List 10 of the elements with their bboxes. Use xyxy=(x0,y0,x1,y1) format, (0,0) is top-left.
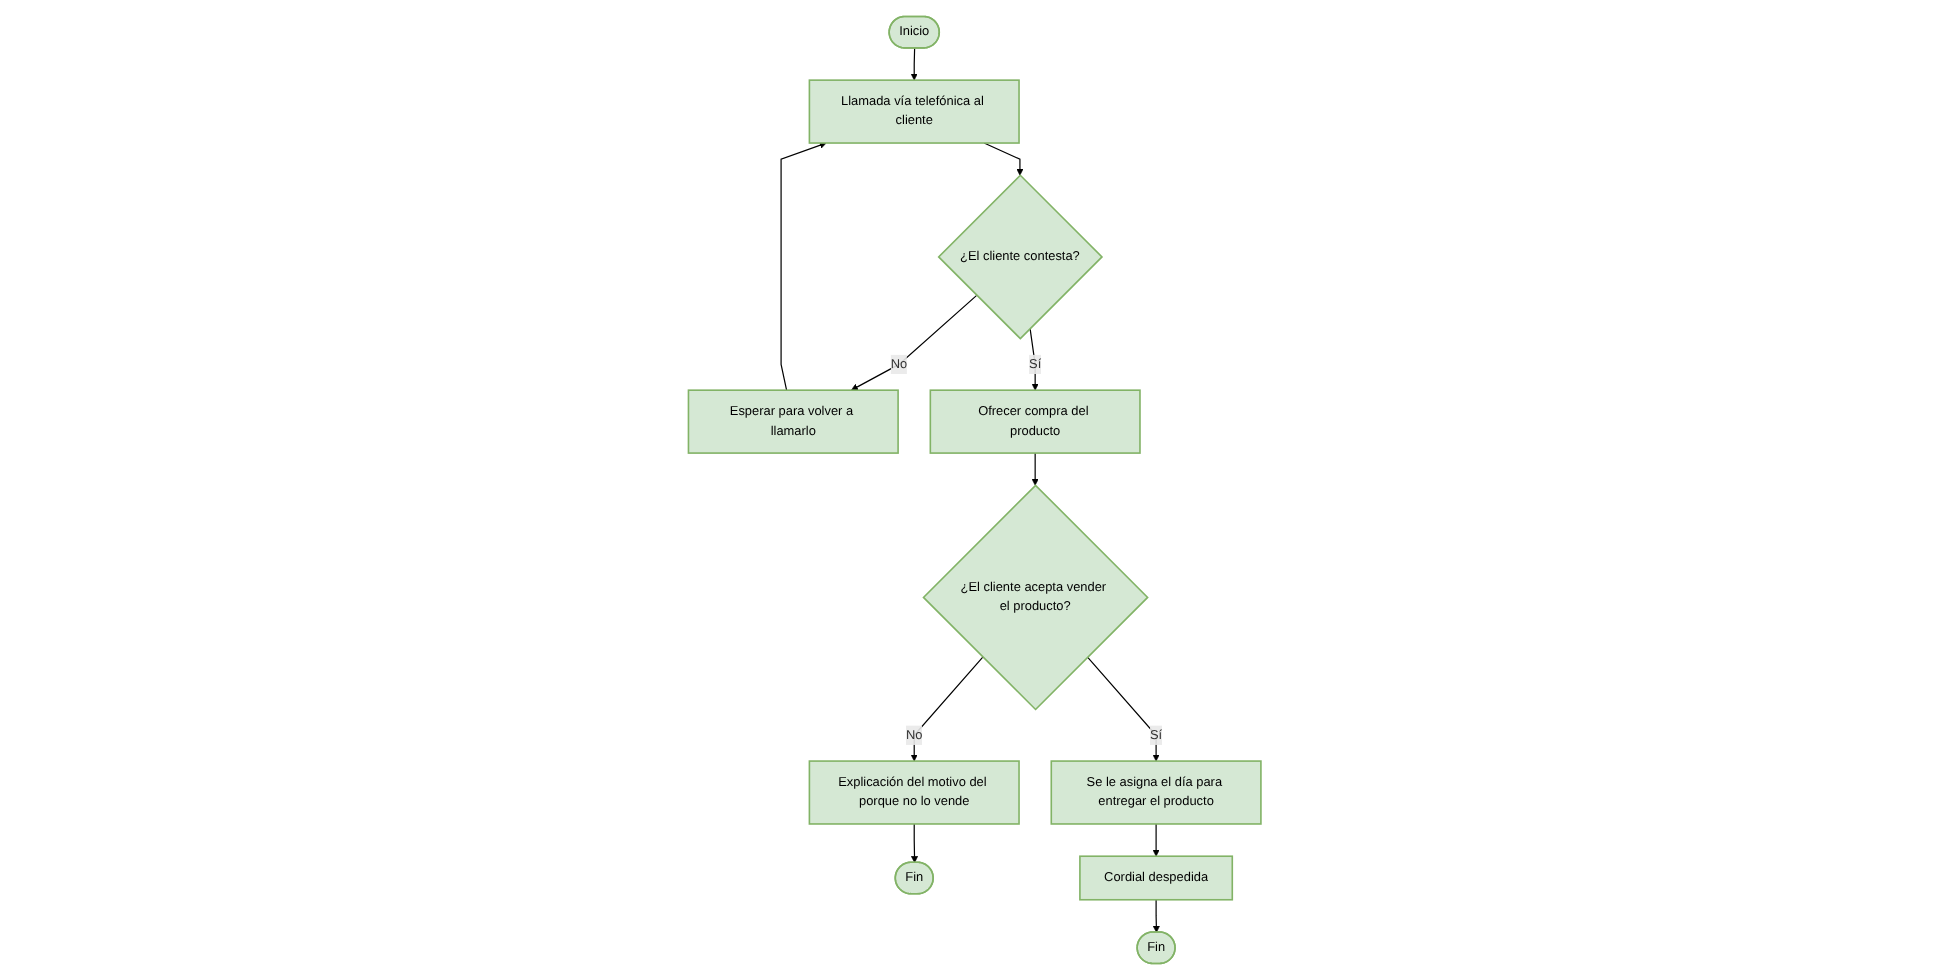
arrow xyxy=(911,656,984,762)
arrow xyxy=(911,823,919,863)
arrow xyxy=(983,142,1024,176)
arrow xyxy=(1152,823,1160,857)
arrow xyxy=(911,47,919,81)
arrow xyxy=(780,141,827,391)
arrow xyxy=(1031,452,1039,486)
arrow xyxy=(1087,656,1160,762)
arrow xyxy=(851,294,978,391)
arrow xyxy=(1153,899,1161,933)
